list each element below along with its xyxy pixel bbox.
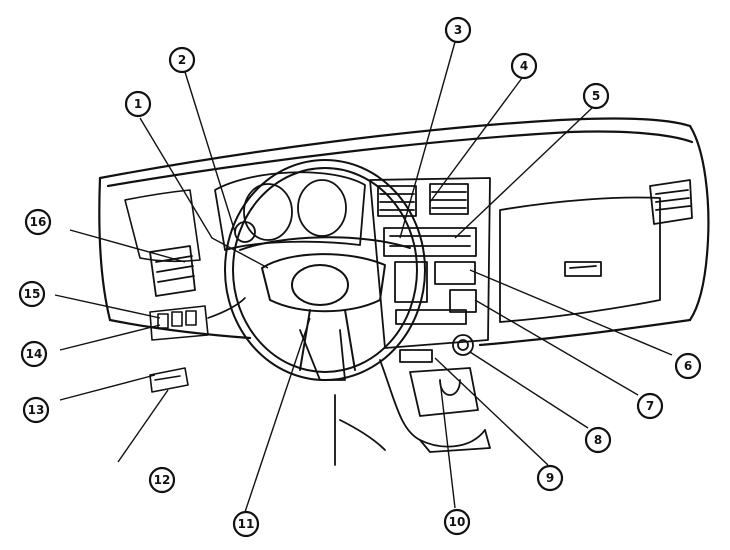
- callout-label: 5: [592, 89, 600, 103]
- center-console: [339, 359, 491, 453]
- callout-label: 11: [238, 517, 255, 531]
- callout-label: 12: [154, 473, 171, 487]
- callout-15: 15: [18, 280, 46, 308]
- callout-label: 13: [28, 403, 45, 417]
- callout-label: 7: [646, 399, 654, 413]
- callout-12: 12: [148, 466, 176, 494]
- glove-box: [499, 196, 661, 323]
- callout-label: 9: [546, 471, 554, 485]
- callout-label: 4: [520, 59, 528, 73]
- steering-column: [299, 329, 346, 466]
- callout-10: 10: [443, 508, 471, 536]
- callout-label: 1: [134, 97, 142, 111]
- callout-label: 14: [26, 347, 43, 361]
- callout-label: 8: [594, 433, 602, 447]
- callout-label: 15: [24, 287, 41, 301]
- callout-label: 6: [684, 359, 692, 373]
- callout-11: 11: [232, 510, 260, 538]
- callout-14: 14: [20, 340, 48, 368]
- callout-1: 1: [124, 90, 152, 118]
- callout-label: 2: [178, 53, 186, 67]
- callout-7: 7: [636, 392, 664, 420]
- hood-release: [149, 367, 189, 393]
- callout-4: 4: [510, 52, 538, 80]
- callout-13: 13: [22, 396, 50, 424]
- callout-label: 3: [454, 23, 462, 37]
- callout-6: 6: [674, 352, 702, 380]
- callout-label: 10: [449, 515, 466, 529]
- callout-3: 3: [444, 16, 472, 44]
- callout-5: 5: [582, 82, 610, 110]
- leader-lines: [54, 41, 673, 513]
- dashboard-outline: [98, 117, 710, 347]
- callout-16: 16: [24, 208, 52, 236]
- center-stack: [369, 177, 491, 363]
- callout-2: 2: [168, 46, 196, 74]
- callout-8: 8: [584, 426, 612, 454]
- callout-label: 16: [30, 215, 47, 229]
- right-vent: [649, 179, 693, 225]
- callout-9: 9: [536, 464, 564, 492]
